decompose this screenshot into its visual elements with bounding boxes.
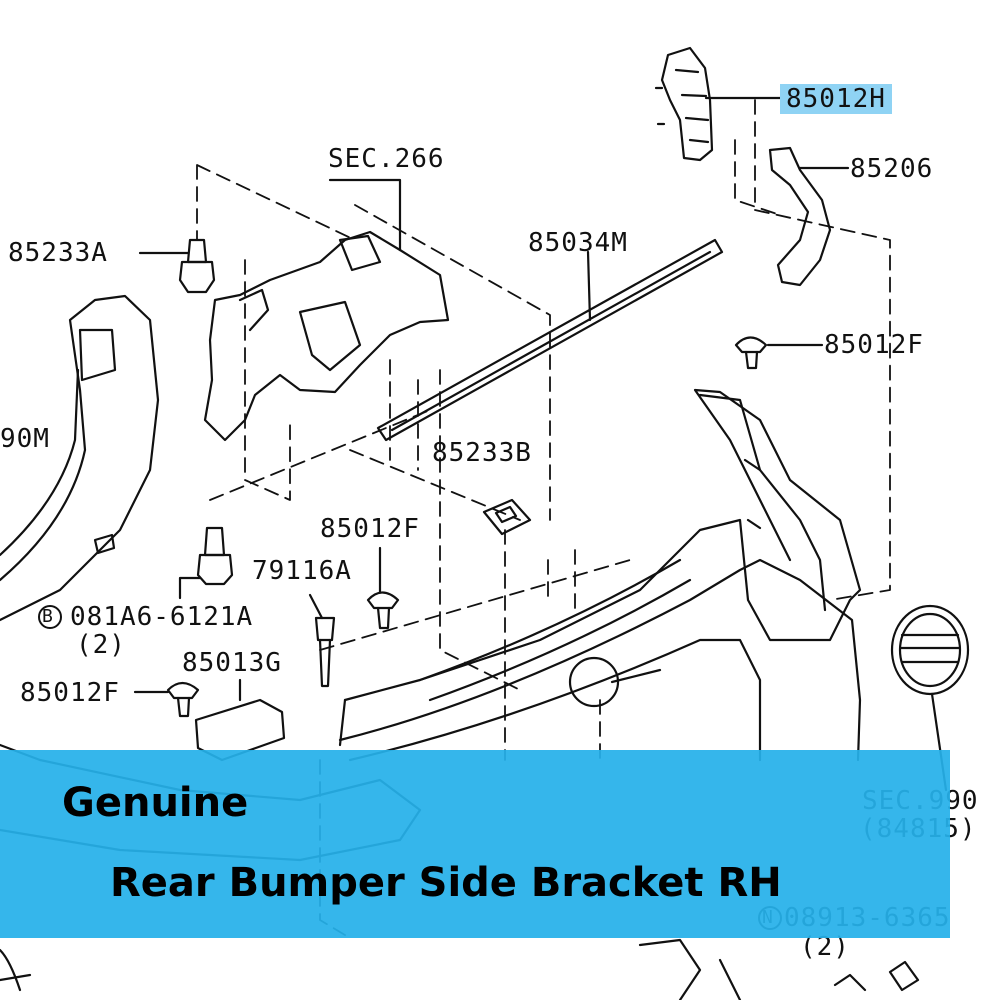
part-label-85233a: 85233A bbox=[8, 238, 108, 268]
sec266-assembly-part bbox=[203, 178, 450, 442]
quantity-label-a: (2) bbox=[76, 630, 126, 660]
pin-79116a-part bbox=[308, 593, 336, 688]
part-label-90m: 90M bbox=[0, 424, 50, 454]
part-label-85034m: 85034M bbox=[528, 228, 628, 258]
left-side-panel-part bbox=[0, 294, 160, 622]
part-label-85012f-top: 85012F bbox=[824, 330, 924, 360]
section-label-sec266: SEC.266 bbox=[328, 144, 445, 174]
bolt-081a6-part bbox=[178, 526, 234, 600]
part-label-85206: 85206 bbox=[850, 154, 934, 184]
banner-genuine-text: Genuine bbox=[62, 780, 249, 826]
part-label-85013g: 85013G bbox=[182, 648, 282, 678]
sensor-hole-part bbox=[568, 656, 620, 708]
part-label-85012h: 85012H bbox=[780, 84, 892, 114]
bracket-85012h-part bbox=[654, 46, 782, 162]
part-label-85012f-left: 85012F bbox=[20, 678, 120, 708]
block-85013g-part bbox=[194, 678, 286, 762]
rear-bumper-part bbox=[338, 388, 862, 762]
clip-85012f-left-part bbox=[133, 681, 200, 718]
clip-85233b-part bbox=[482, 498, 532, 536]
clip-85012f-mid-part bbox=[366, 546, 400, 630]
part-label-081a6: 081A6-6121A bbox=[70, 602, 254, 632]
part-label-85233b: 85233B bbox=[432, 438, 532, 468]
bolt-85233a-part bbox=[138, 238, 216, 294]
bolt-prefix-glyph: B bbox=[42, 606, 54, 627]
strip-85034m-part bbox=[376, 238, 724, 442]
clip-85012f-top-part bbox=[734, 336, 824, 370]
part-label-85012f-mid: 85012F bbox=[320, 514, 420, 544]
title-banner bbox=[0, 750, 950, 938]
banner-part-name-text: Rear Bumper Side Bracket RH bbox=[110, 860, 782, 906]
bracket-85206-part bbox=[768, 146, 850, 287]
part-label-79116a: 79116A bbox=[252, 556, 352, 586]
